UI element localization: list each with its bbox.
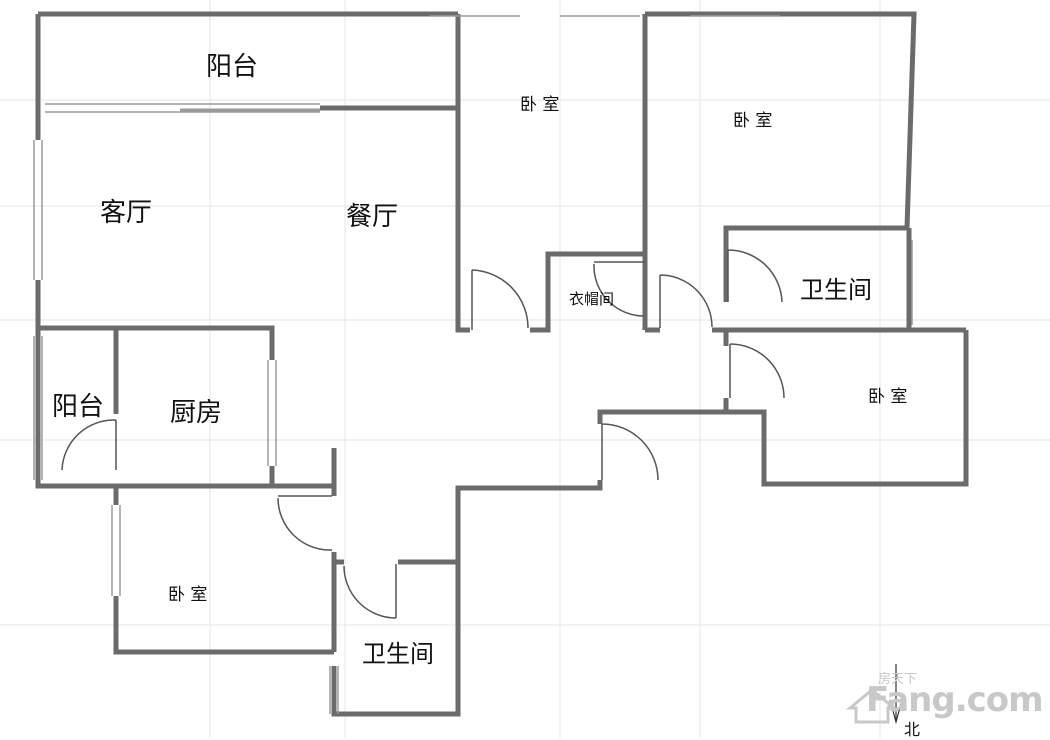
living-room-label: 客厅 [100,198,153,228]
balcony-top-label: 阳台 [206,52,259,82]
bedroom-1-label: 卧 室 [520,95,560,115]
balcony-left-label: 阳台 [52,392,105,422]
bedroom-2-label: 卧 室 [733,111,773,131]
bathroom-2-label: 卫生间 [362,640,434,668]
bedroom-3-label: 卧 室 [868,387,908,407]
watermark-brand: Fang.com [866,680,1044,720]
walk-in-closet-label: 衣帽间 [569,290,615,308]
bedroom-4-label: 卧 室 [168,585,208,605]
bathroom-1-label: 卫生间 [800,276,872,304]
windows [33,15,913,714]
compass-north-label: 北 [904,720,921,739]
watermark-cn: 房天下 [878,672,918,687]
dining-room-label: 餐厅 [346,202,399,232]
doors [61,249,785,619]
kitchen-label: 厨房 [170,398,223,428]
walls [35,11,969,717]
watermark-logo [845,688,899,724]
